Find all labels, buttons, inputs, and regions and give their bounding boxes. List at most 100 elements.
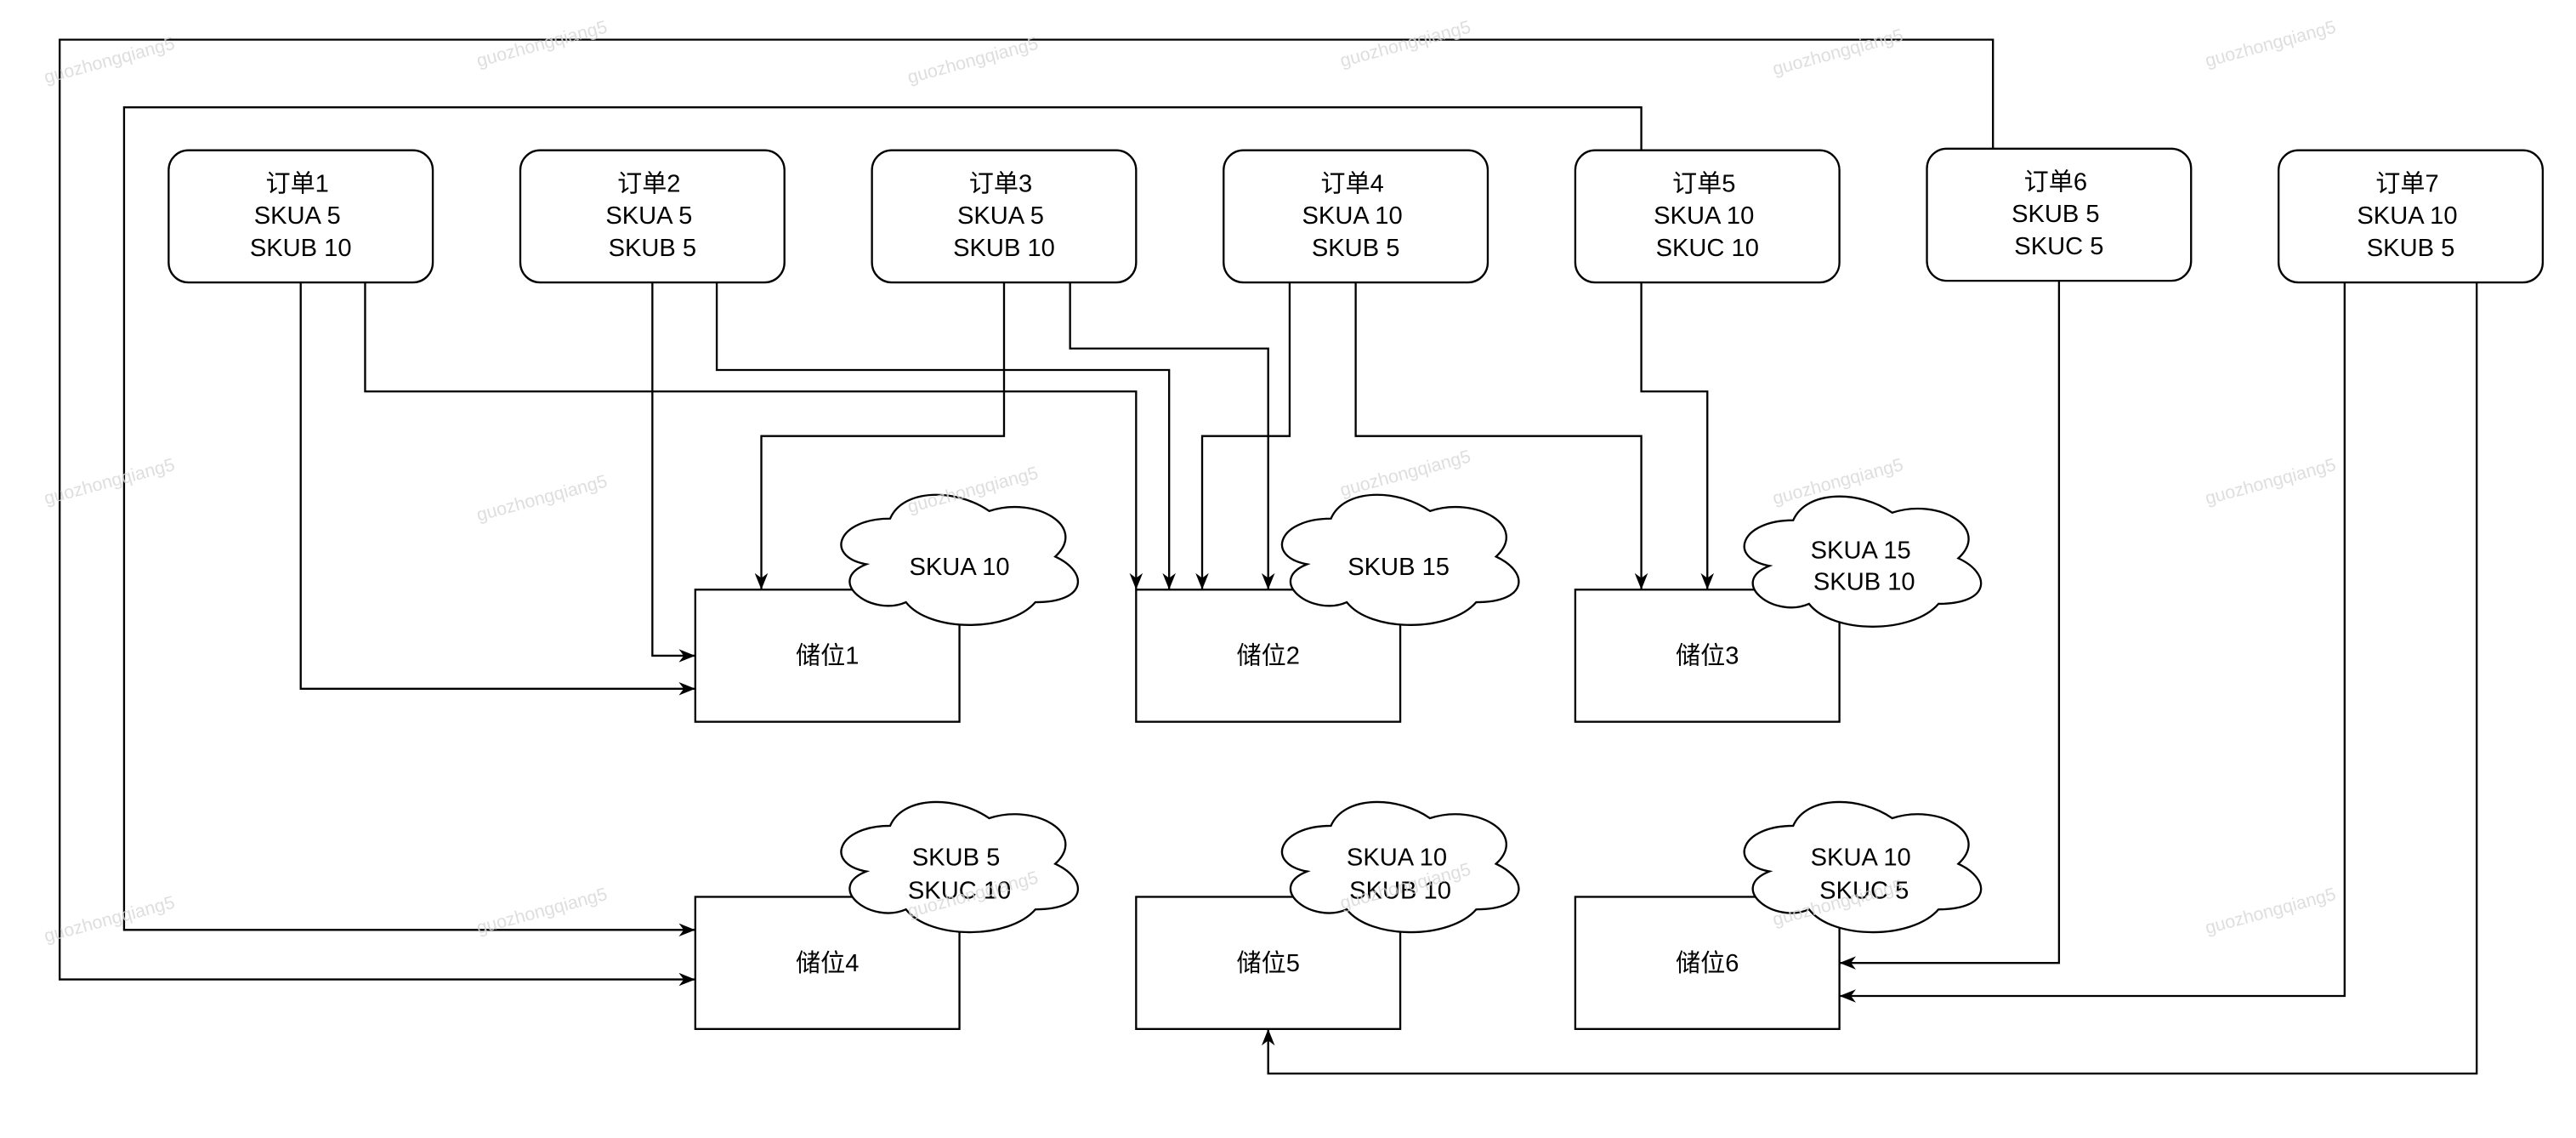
watermark-text: guozhongqiang5 xyxy=(42,454,177,509)
location-label: 储位2 xyxy=(1236,642,1299,670)
order-box-outline xyxy=(2278,149,2545,284)
order-title: 订单1 xyxy=(265,169,328,197)
edge-order1-to-location1 xyxy=(299,282,695,696)
watermark-text: guozhongqiang5 xyxy=(2203,454,2338,509)
edge-order7-to-location5 xyxy=(1261,282,2478,1075)
order-box-7: 订单7 SKUA 10 SKUB 5 xyxy=(2278,149,2545,284)
storage-locations: 储位1 储位2 储位3 储位4 储位5 储位6 xyxy=(694,589,1841,1030)
location-box-outline xyxy=(1574,896,1841,1030)
order-sku-line: SKUB 5 xyxy=(609,235,697,262)
stock-clouds: SKUA 10 SKUB 15 SKUA 15 SKUB 10 SKUB 5 S… xyxy=(840,493,1983,934)
stock-line: SKUB 5 xyxy=(912,845,1001,872)
edge-order7-to-location6 xyxy=(1839,282,2346,1003)
order-text: 订单1 SKUA 5 SKUB 10 xyxy=(250,169,352,262)
order-title: 订单4 xyxy=(1320,169,1383,197)
order-box-3: 订单3 SKUA 5 SKUB 10 xyxy=(871,149,1138,284)
edge-order1-to-location2 xyxy=(364,282,1143,590)
location-label: 储位6 xyxy=(1676,949,1739,977)
order-sku-line: SKUA 5 xyxy=(605,202,692,230)
stock-line: SKUA 10 xyxy=(909,554,1009,581)
stock-cloud-1: SKUA 10 xyxy=(840,493,1079,626)
order-title: 订单7 xyxy=(2375,169,2438,197)
order-sku-line: SKUA 10 xyxy=(1302,202,1403,230)
watermark-text: guozhongqiang5 xyxy=(1770,25,1905,79)
stock-cloud-4: SKUB 5 SKUC 10 xyxy=(840,800,1079,934)
cloud-shape xyxy=(1280,493,1520,626)
edge-order4-to-location2 xyxy=(1195,282,1291,590)
cloud-shape xyxy=(840,800,1079,934)
stock-line: SKUC 5 xyxy=(1819,877,1909,904)
order-box-outline xyxy=(1926,147,2193,282)
stock-cloud-2: SKUB 15 xyxy=(1280,493,1520,626)
stock-text: SKUB 5 SKUC 10 xyxy=(908,845,1011,905)
stock-cloud-5: SKUA 10 SKUB 10 xyxy=(1280,800,1520,934)
watermark-text: guozhongqiang5 xyxy=(1338,16,1473,71)
order-sku-line: SKUA 5 xyxy=(254,202,341,230)
location-label: 储位5 xyxy=(1236,949,1299,977)
edge-order2-to-location2 xyxy=(715,282,1176,590)
stock-text: SKUA 10 SKUC 5 xyxy=(1811,845,1918,905)
location-label: 储位4 xyxy=(796,949,859,977)
order-sku-line: SKUC 10 xyxy=(1656,235,1759,262)
location-label: 储位3 xyxy=(1676,642,1739,670)
order-text: 订单5 SKUA 10 SKUC 10 xyxy=(1654,169,1761,262)
edges xyxy=(59,38,2478,1075)
cloud-shape xyxy=(1743,800,1983,934)
order-box-outline xyxy=(519,149,786,284)
watermark-text: guozhongqiang5 xyxy=(42,892,177,947)
order-box-2: 订单2 SKUA 5 SKUB 5 xyxy=(519,149,786,284)
order-title: 订单2 xyxy=(617,169,680,197)
edge-order2-to-location1 xyxy=(651,282,695,663)
stock-text: SKUA 10 SKUB 10 xyxy=(1347,845,1454,905)
edge-order4-to-location3 xyxy=(1354,282,1648,590)
watermark-text: guozhongqiang5 xyxy=(1338,446,1473,500)
order-sku-line: SKUA 10 xyxy=(1654,202,1754,230)
order-box-outline xyxy=(167,149,434,284)
order-text: 订单6 SKUB 5 SKUC 5 xyxy=(2011,168,2107,260)
stock-line: SKUB 15 xyxy=(1348,554,1450,581)
stock-line: SKUA 10 xyxy=(1347,845,1447,872)
order-box-outline xyxy=(871,149,1138,284)
order-sku-line: SKUB 5 xyxy=(2367,235,2455,262)
order-sku-line: SKUA 5 xyxy=(957,202,1044,230)
order-title: 订单6 xyxy=(2024,168,2087,196)
stock-line: SKUA 15 xyxy=(1811,537,1911,564)
order-text: 订单7 SKUA 10 SKUB 5 xyxy=(2357,169,2464,262)
cloud-shape xyxy=(1280,800,1520,934)
stock-line: SKUC 10 xyxy=(908,877,1011,904)
watermark-text: guozhongqiang5 xyxy=(2203,16,2338,71)
order-box-4: 订单4 SKUA 10 SKUB 5 xyxy=(1223,149,1489,284)
order-title: 订单3 xyxy=(969,169,1032,197)
orders: 订单1 SKUA 5 SKUB 10 订单2 SKUA 5 SKUB 5 订单3… xyxy=(167,147,2545,284)
watermark-text: guozhongqiang5 xyxy=(2203,884,2338,938)
location-box-6: 储位6 xyxy=(1574,896,1841,1030)
cloud-shape xyxy=(1743,495,1983,628)
edge-order5-to-location3 xyxy=(1640,282,1715,590)
order-box-5: 订单5 SKUA 10 SKUC 10 xyxy=(1574,149,1841,284)
order-box-outline xyxy=(1574,149,1841,284)
location-box-3: 储位3 xyxy=(1574,589,1841,723)
watermark-text: guozhongqiang5 xyxy=(474,16,610,71)
order-sku-line: SKUB 10 xyxy=(250,235,352,262)
watermark-text: guozhongqiang5 xyxy=(905,33,1041,88)
order-sku-line: SKUC 5 xyxy=(2014,233,2103,260)
order-sku-line: SKUB 10 xyxy=(953,235,1055,262)
stock-text: SKUA 15 SKUB 10 xyxy=(1811,537,1918,595)
order-title: 订单5 xyxy=(1672,169,1735,197)
order-text: 订单2 SKUA 5 SKUB 5 xyxy=(605,169,699,262)
stock-cloud-3: SKUA 15 SKUB 10 xyxy=(1743,495,1983,628)
order-sku-line: SKUB 5 xyxy=(1312,235,1400,262)
edge-order3-to-location2 xyxy=(1069,282,1275,590)
order-box-6: 订单6 SKUB 5 SKUC 5 xyxy=(1926,147,2193,282)
order-sku-line: SKUA 10 xyxy=(2357,202,2457,230)
order-text: 订单4 SKUA 10 SKUB 5 xyxy=(1302,169,1410,262)
order-box-1: 订单1 SKUA 5 SKUB 10 xyxy=(167,149,434,284)
stock-cloud-6: SKUA 10 SKUC 5 xyxy=(1743,800,1983,934)
watermark-text: guozhongqiang5 xyxy=(474,470,610,525)
edge-order5-to-location4 xyxy=(122,106,1643,937)
stock-line: SKUB 10 xyxy=(1813,568,1915,595)
order-sku-line: SKUB 5 xyxy=(2011,201,2100,228)
location-label: 储位1 xyxy=(796,642,859,670)
cloud-shape xyxy=(840,493,1079,626)
stock-line: SKUB 10 xyxy=(1349,877,1451,904)
